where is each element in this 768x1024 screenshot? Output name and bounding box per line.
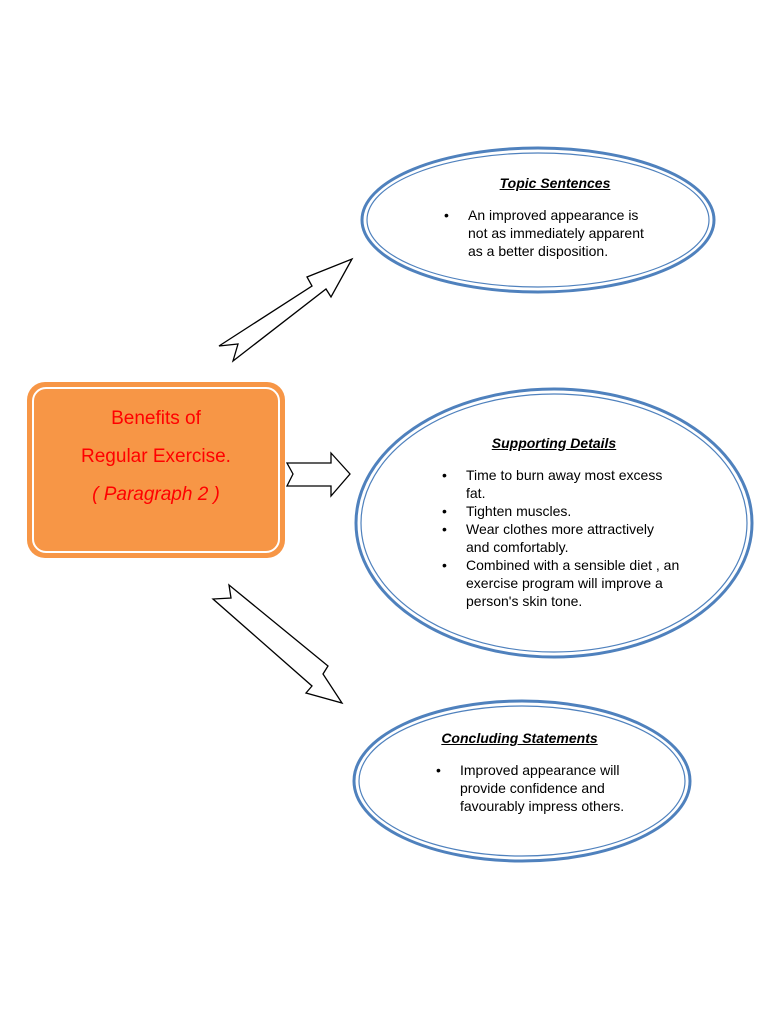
list-item: Time to burn away most excess fat. [438, 466, 671, 502]
concluding-statements-list: Improved appearance will provide confide… [432, 761, 652, 815]
arrow-to-topic [218, 257, 354, 363]
topic-sentences-list: An improved appearance is not as immedia… [440, 206, 670, 260]
central-topic-box: Benefits of Regular Exercise. ( Paragrap… [27, 382, 285, 558]
list-item: An improved appearance is not as immedia… [440, 206, 648, 260]
arrow-to-concluding [211, 583, 344, 705]
arrow-to-supporting [285, 451, 351, 498]
list-item: Improved appearance will provide confide… [432, 761, 660, 815]
concluding-statements-bubble: Concluding Statements Improved appearanc… [432, 729, 652, 815]
list-item: Combined with a sensible diet , an exerc… [438, 556, 706, 610]
central-topic-text: Benefits of Regular Exercise. ( Paragrap… [27, 400, 285, 514]
supporting-details-bubble: Supporting Details Time to burn away mos… [438, 434, 698, 610]
central-line-2: Regular Exercise. [81, 446, 231, 467]
supporting-details-heading: Supporting Details [491, 435, 617, 451]
supporting-details-list: Time to burn away most excess fat. Tight… [438, 466, 698, 610]
topic-sentences-heading: Topic Sentences [499, 175, 611, 191]
central-line-1: Benefits of [111, 408, 201, 429]
topic-sentences-bubble: Topic Sentences An improved appearance i… [440, 174, 670, 260]
list-item: Tighten muscles. [438, 502, 671, 520]
concluding-statements-heading: Concluding Statements [441, 730, 598, 746]
list-item: Wear clothes more attractively and comfo… [438, 520, 671, 556]
central-line-3: ( Paragraph 2 ) [92, 484, 220, 505]
